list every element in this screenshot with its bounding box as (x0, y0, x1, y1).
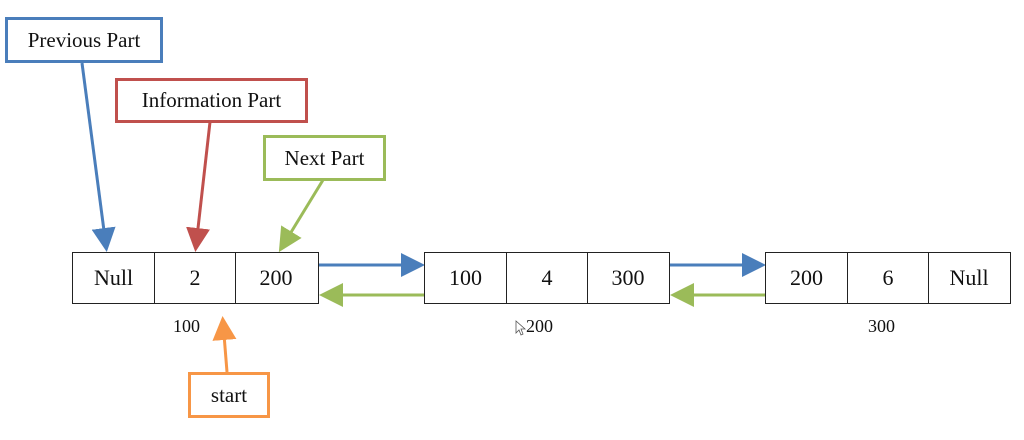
previous-part-pointer-arrow (80, 62, 116, 252)
node-prev-cell: 100 (449, 265, 482, 290)
node-address: 300 (868, 316, 895, 336)
list-node: 100 4 300 (424, 252, 670, 304)
information-part-label: Information Part (141, 88, 282, 112)
next-part-label: Next Part (284, 145, 365, 170)
node-info-cell: 2 (154, 253, 235, 303)
node-info-cell: 4 (506, 253, 587, 303)
start-pointer-arrow (212, 316, 237, 373)
next-part-callout: Next Part (263, 135, 386, 181)
node-next-cell: Null (928, 253, 1009, 303)
information-part-callout: Information Part (115, 78, 308, 123)
next-part-pointer-arrow (278, 179, 325, 253)
node-address: 100 (173, 316, 200, 336)
previous-part-callout: Previous Part (5, 17, 163, 63)
node-info-cell: 6 (847, 253, 928, 303)
node-prev-cell: Null (93, 265, 134, 290)
previous-part-label: Previous Part (27, 27, 141, 52)
information-part-pointer-arrow (186, 121, 212, 252)
node-prev-cell: 200 (790, 265, 823, 290)
node-address: 200 (526, 316, 553, 336)
node-next-cell: 200 (235, 253, 316, 303)
list-node: Null 2 200 (72, 252, 319, 304)
start-label: start (210, 382, 248, 407)
list-node: 200 6 Null (765, 252, 1011, 304)
start-callout: start (188, 372, 270, 418)
mouse-cursor-icon (515, 320, 527, 336)
node-next-cell: 300 (587, 253, 668, 303)
